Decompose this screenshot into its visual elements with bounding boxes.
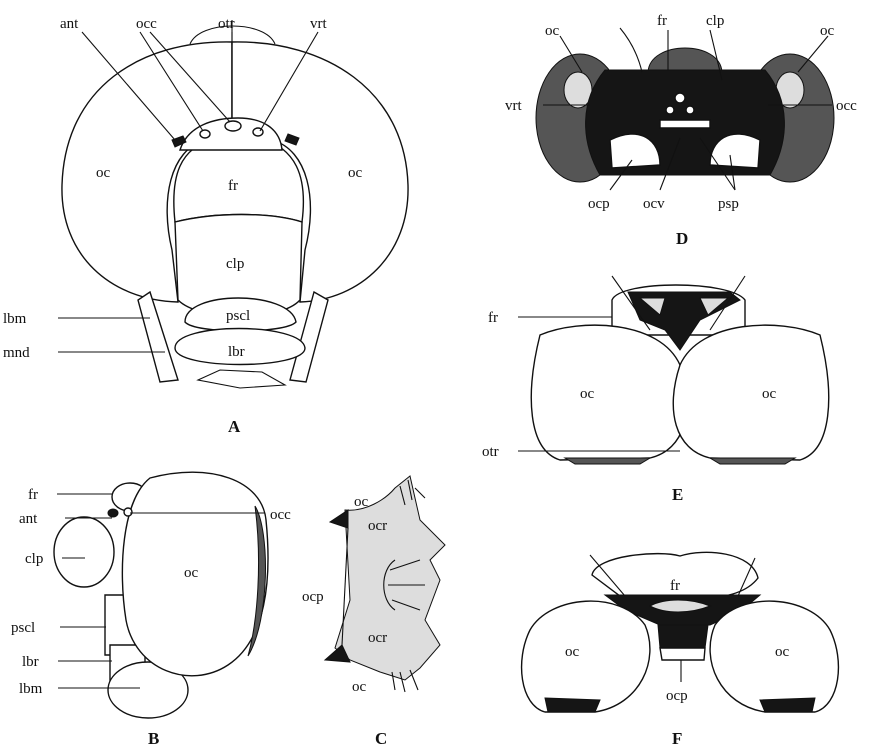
compound-eye-left-e	[531, 325, 686, 460]
eye-rim-right-f	[760, 698, 815, 712]
label-ocr-bottom-c: ocr	[368, 630, 387, 646]
label-oc-right: oc	[348, 165, 363, 181]
label-clp-d: clp	[706, 13, 724, 29]
panel-e: fr oc oc otr E	[482, 276, 829, 504]
occipital-foramen-f	[658, 625, 708, 648]
label-oc-top-c: oc	[354, 494, 369, 510]
label-oc-b: oc	[184, 565, 199, 581]
occipital-bar-d	[660, 120, 710, 128]
label-ocv-d: ocv	[643, 196, 665, 212]
occipital-ridge-top	[330, 510, 348, 528]
label-oc-left-f: oc	[565, 644, 580, 660]
clypeus-b	[54, 517, 114, 587]
label-fr-d: fr	[657, 13, 667, 29]
panel-letter-a: A	[228, 417, 241, 436]
label-fr-e: fr	[488, 310, 498, 326]
label-occ-b: occ	[270, 507, 291, 523]
compound-eye-right-e	[673, 325, 828, 460]
label-pscl-b: pscl	[11, 620, 35, 636]
label-vrt-d: vrt	[505, 98, 522, 114]
label-clp: clp	[226, 256, 244, 272]
label-ocp-d: ocp	[588, 196, 610, 212]
panel-letter-d: D	[676, 229, 688, 248]
occipital-area-c	[335, 476, 445, 680]
label-oc-right-f: oc	[775, 644, 790, 660]
mouthparts-tip	[198, 370, 285, 388]
label-oc-right-d: oc	[820, 23, 835, 39]
label-lbr: lbr	[228, 344, 245, 360]
compound-eye-left-f	[522, 601, 650, 712]
panel-b: fr ant occ clp oc pscl lbr lbm B	[11, 472, 291, 748]
label-oc-left-d: oc	[545, 23, 560, 39]
panel-letter-e: E	[672, 485, 683, 504]
label-lbr-b: lbr	[22, 654, 39, 670]
label-ant-b: ant	[19, 511, 38, 527]
label-lbm-b: lbm	[19, 681, 43, 697]
label-clp-b: clp	[25, 551, 43, 567]
label-oc-bottom-c: oc	[352, 679, 367, 695]
label-fr-f: fr	[670, 578, 680, 594]
ocellus-median	[225, 121, 241, 131]
mandible-left	[138, 292, 178, 382]
eye-rim-left-e	[565, 458, 650, 464]
label-ocp-c: ocp	[302, 589, 324, 605]
panel-a: ant occ otr vrt oc oc fr clp lbm pscl mn…	[3, 16, 408, 436]
label-mnd: mnd	[3, 345, 30, 361]
ocellus-1-d	[675, 93, 685, 103]
ocellus-left	[200, 130, 210, 138]
label-otr: otr	[218, 16, 235, 32]
panel-letter-c: C	[375, 729, 387, 748]
panel-letter-f: F	[672, 729, 682, 748]
eye-rim-left-f	[545, 698, 600, 712]
label-lbm: lbm	[3, 311, 27, 327]
panel-d: oc fr clp oc vrt occ ocp ocv psp D	[505, 13, 857, 248]
postocciput-f	[660, 648, 705, 660]
label-fr: fr	[228, 178, 238, 194]
panel-f: fr oc oc ocp F	[522, 552, 839, 748]
eye-rim-right-e	[710, 458, 795, 464]
panel-letter-b: B	[148, 729, 159, 748]
label-fr-b: fr	[28, 487, 38, 503]
antenna-b	[108, 509, 118, 517]
label-ocp-f: ocp	[666, 688, 688, 704]
label-ocr-top-c: ocr	[368, 518, 387, 534]
ocellus-3-d	[686, 106, 694, 114]
label-oc-right-e: oc	[762, 386, 777, 402]
ocellus-b	[124, 508, 132, 516]
label-otr-e: otr	[482, 444, 499, 460]
label-oc-left-e: oc	[580, 386, 595, 402]
label-pscl: pscl	[226, 308, 250, 324]
ocellus-2-d	[666, 106, 674, 114]
label-psp-d: psp	[718, 196, 739, 212]
label-vrt: vrt	[310, 16, 327, 32]
mandible-right	[290, 292, 328, 382]
label-occ: occ	[136, 16, 157, 32]
clypeus-d	[648, 48, 722, 72]
label-occ-d: occ	[836, 98, 857, 114]
label-oc-left: oc	[96, 165, 111, 181]
panel-c: oc ocr ocp ocr oc C	[302, 476, 445, 748]
label-ant: ant	[60, 16, 79, 32]
